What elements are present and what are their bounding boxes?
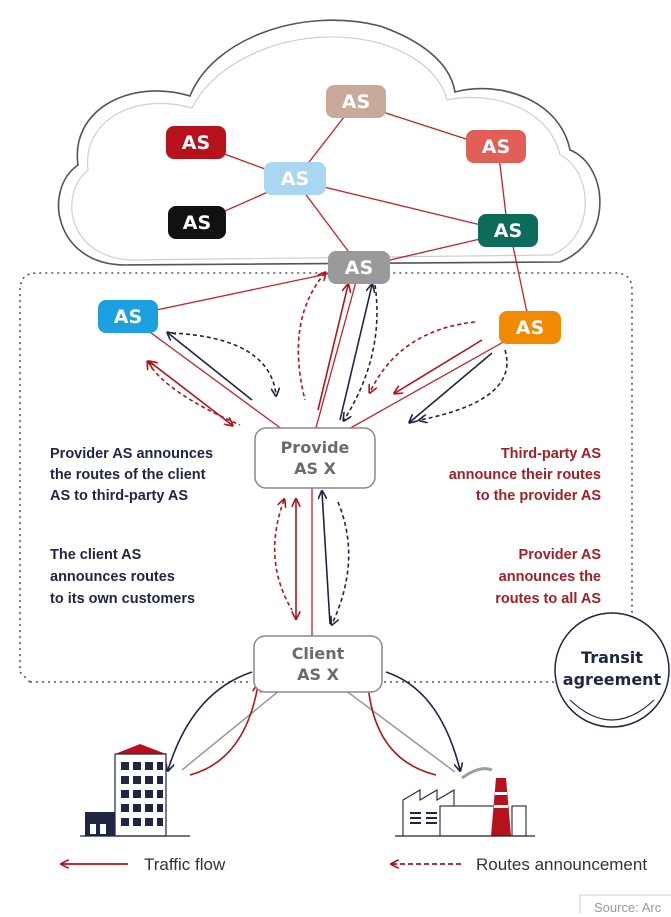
source-credit: Source: Arc (579, 894, 671, 915)
svg-text:announces the: announces the (499, 569, 601, 585)
svg-text:AS: AS (281, 168, 309, 190)
svg-text:Provide: Provide (281, 438, 350, 457)
as-node-orange: AS (499, 311, 561, 344)
svg-text:AS: AS (183, 212, 211, 234)
svg-text:AS: AS (342, 91, 370, 113)
annotation-provider-all-as: Provider AS announces the routes to all … (495, 547, 601, 607)
svg-text:to the provider AS: to the provider AS (476, 488, 601, 504)
annotation-third-party-announce: Third-party AS announce their routes to … (449, 446, 602, 504)
as-node-beige: AS (326, 85, 386, 118)
svg-text:Third-party AS: Third-party AS (501, 446, 601, 462)
svg-text:AS to third-party AS: AS to third-party AS (50, 488, 188, 504)
svg-text:Transit: Transit (581, 648, 643, 667)
svg-text:AS: AS (345, 257, 373, 279)
svg-text:AS: AS (482, 136, 510, 158)
transit-zone-boundary (19, 272, 633, 683)
factory-icon (395, 767, 535, 837)
svg-text:to its own customers: to its own customers (50, 591, 195, 607)
svg-text:The client AS: The client AS (50, 547, 142, 563)
svg-text:AS: AS (494, 220, 522, 242)
svg-text:announce their routes: announce their routes (449, 467, 601, 483)
svg-text:AS: AS (114, 306, 142, 328)
svg-text:Provider AS announces: Provider AS announces (50, 446, 213, 462)
svg-text:AS X: AS X (294, 459, 336, 478)
office-building-icon (80, 744, 190, 837)
as-node-blue: AS (98, 300, 158, 333)
svg-text:AS: AS (516, 317, 544, 339)
as-node-red: AS (166, 126, 226, 159)
as-node-black: AS (168, 206, 226, 239)
client-as-box: Client AS X (253, 635, 383, 693)
svg-text:routes to all AS: routes to all AS (495, 591, 601, 607)
legend-traffic-flow: Traffic flow (62, 855, 226, 874)
svg-text:Source: Arc: Source: Arc (594, 900, 662, 915)
svg-text:agreement: agreement (563, 670, 662, 689)
provider-as-box: Provide AS X (254, 427, 376, 489)
arrows-right (370, 321, 508, 422)
arrows-provider-client (273, 492, 350, 624)
svg-text:announces routes: announces routes (50, 569, 175, 585)
arrows-client-customers (168, 671, 460, 776)
svg-text:Traffic flow: Traffic flow (144, 855, 226, 874)
annotation-provider-announces: Provider AS announces the routes of the … (50, 446, 213, 504)
annotation-client-announces: The client AS announces routes to its ow… (50, 547, 195, 607)
svg-text:AS X: AS X (297, 665, 339, 684)
as-node-teal: AS (478, 214, 538, 247)
legend-routes-announcement: Routes announcement (392, 855, 647, 874)
svg-text:Routes announcement: Routes announcement (476, 855, 647, 874)
arrows-center (297, 273, 378, 420)
arrows-left (148, 333, 276, 425)
internet-cloud-inner (71, 36, 586, 261)
svg-text:Provider AS: Provider AS (519, 547, 602, 563)
as-node-gray: AS (328, 251, 390, 284)
as-node-lightblue: AS (264, 162, 326, 195)
svg-text:the routes of the client: the routes of the client (50, 467, 206, 483)
svg-text:Client: Client (292, 644, 345, 663)
as-node-salmon: AS (466, 130, 526, 163)
transit-agreement-badge: Transit agreement (554, 612, 670, 728)
svg-text:AS: AS (182, 132, 210, 154)
